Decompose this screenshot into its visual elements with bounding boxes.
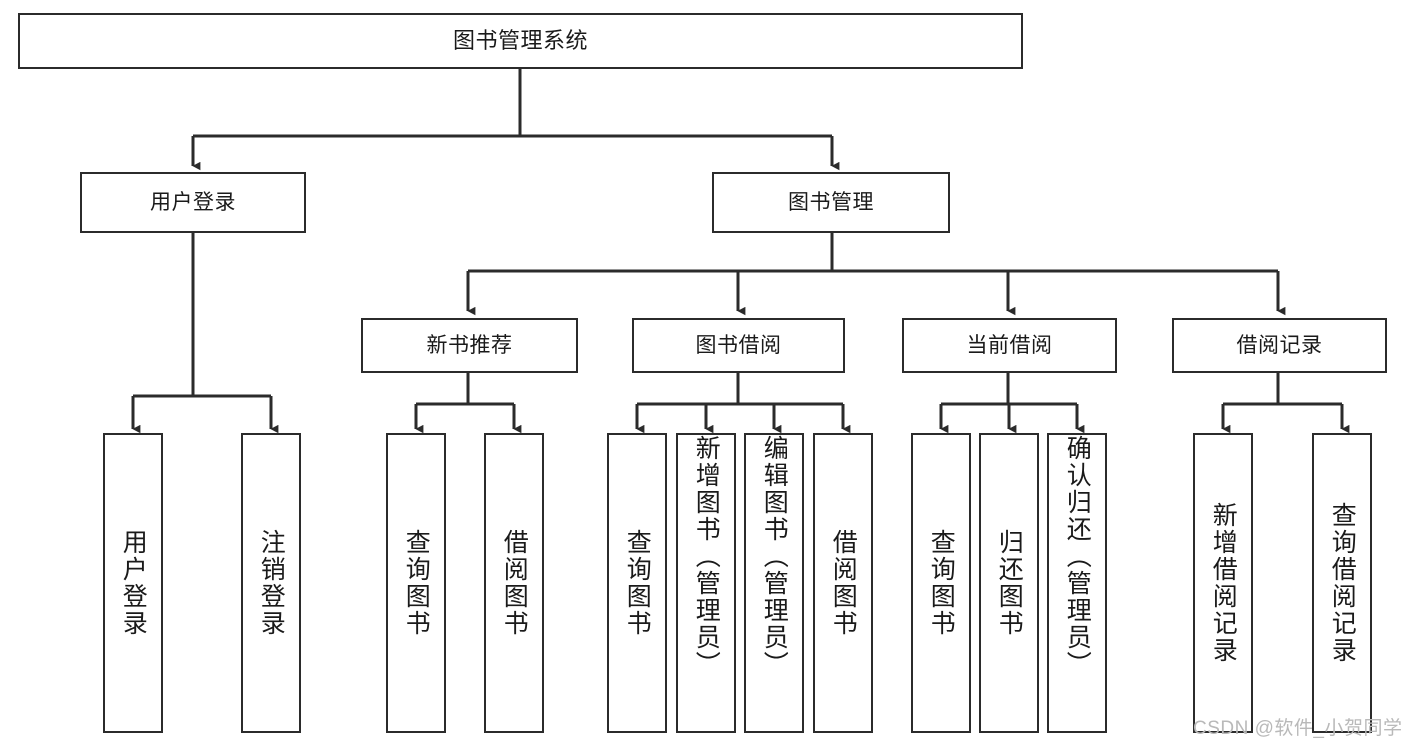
leaf-user-login-login[interactable]: 用户登录 <box>103 433 163 733</box>
node-label: 借阅记录 <box>1236 333 1323 357</box>
node-label: 图书借阅 <box>695 333 782 357</box>
node-label: 图书管理 <box>788 190 874 214</box>
node-label: 新增借阅记录 <box>1209 502 1238 664</box>
node-label: 借阅图书 <box>500 529 529 637</box>
leaf-borrow-record-add-record[interactable]: 新增借阅记录 <box>1193 433 1253 733</box>
node-label: 编辑图书（管理员） <box>760 435 789 678</box>
leaf-current-borrow-query-book[interactable]: 查询图书 <box>911 433 971 733</box>
csdn-watermark: CSDN @软件_小贺同学 <box>1193 718 1403 739</box>
node-label: 查询图书 <box>623 529 652 637</box>
node-label: 注销登录 <box>257 529 286 637</box>
node-label: 查询借阅记录 <box>1328 502 1357 664</box>
leaf-user-login-logout[interactable]: 注销登录 <box>241 433 301 733</box>
node-label: 用户登录 <box>150 190 236 214</box>
node-label: 新增图书（管理员） <box>692 435 721 678</box>
node-borrow-record[interactable]: 借阅记录 <box>1172 318 1387 373</box>
node-label: 查询图书 <box>927 529 956 637</box>
leaf-current-borrow-confirm-return-admin[interactable]: 确认归还（管理员） <box>1047 433 1107 733</box>
node-current-borrow[interactable]: 当前借阅 <box>902 318 1117 373</box>
leaf-current-borrow-return-book[interactable]: 归还图书 <box>979 433 1039 733</box>
leaf-borrow-record-query-record[interactable]: 查询借阅记录 <box>1312 433 1372 733</box>
node-book-borrow[interactable]: 图书借阅 <box>632 318 845 373</box>
node-new-book-recommend[interactable]: 新书推荐 <box>361 318 578 373</box>
leaf-book-borrow-add-book-admin[interactable]: 新增图书（管理员） <box>676 433 736 733</box>
leaf-book-borrow-borrow-book[interactable]: 借阅图书 <box>813 433 873 733</box>
node-label: 当前借阅 <box>966 333 1053 357</box>
node-root-book-management-system[interactable]: 图书管理系统 <box>18 13 1023 69</box>
node-user-login[interactable]: 用户登录 <box>80 172 306 233</box>
leaf-new-book-query-book[interactable]: 查询图书 <box>386 433 446 733</box>
node-label: 图书管理系统 <box>452 27 588 53</box>
leaf-book-borrow-edit-book-admin[interactable]: 编辑图书（管理员） <box>744 433 804 733</box>
node-label: 借阅图书 <box>829 529 858 637</box>
leaf-book-borrow-query-book[interactable]: 查询图书 <box>607 433 667 733</box>
leaf-new-book-borrow-book[interactable]: 借阅图书 <box>484 433 544 733</box>
node-label: 归还图书 <box>995 529 1024 637</box>
node-book-management[interactable]: 图书管理 <box>712 172 950 233</box>
node-label: 新书推荐 <box>426 333 513 357</box>
node-label: 查询图书 <box>402 529 431 637</box>
node-label: 确认归还（管理员） <box>1063 435 1092 678</box>
node-label: 用户登录 <box>119 529 148 637</box>
